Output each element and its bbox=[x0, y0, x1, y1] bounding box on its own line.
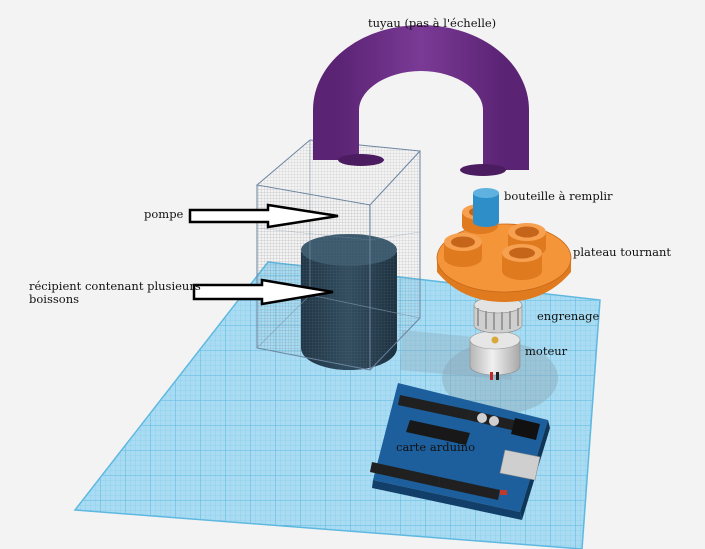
label-carte-arduino: carte arduino bbox=[396, 440, 476, 454]
label-tuyau: tuyau (pas à l'échelle) bbox=[368, 16, 497, 30]
arrow-pompe-icon bbox=[188, 203, 339, 229]
tube bbox=[313, 25, 529, 176]
arrow-recipient-icon bbox=[192, 278, 334, 306]
arduino-board bbox=[370, 383, 550, 520]
label-recipient: récipient contenant plusieurs boissons bbox=[29, 279, 201, 306]
label-bouteille: bouteille à remplir bbox=[504, 189, 613, 203]
label-moteur: moteur bbox=[525, 344, 568, 358]
label-engrenage: engrenage bbox=[537, 309, 600, 323]
gear bbox=[473, 296, 523, 334]
label-pompe: pompe bbox=[144, 207, 184, 221]
pump-box bbox=[255, 139, 422, 371]
motor bbox=[469, 330, 521, 380]
label-plateau: plateau tournant bbox=[573, 245, 671, 259]
bottle bbox=[473, 188, 499, 227]
turntable bbox=[436, 204, 572, 302]
